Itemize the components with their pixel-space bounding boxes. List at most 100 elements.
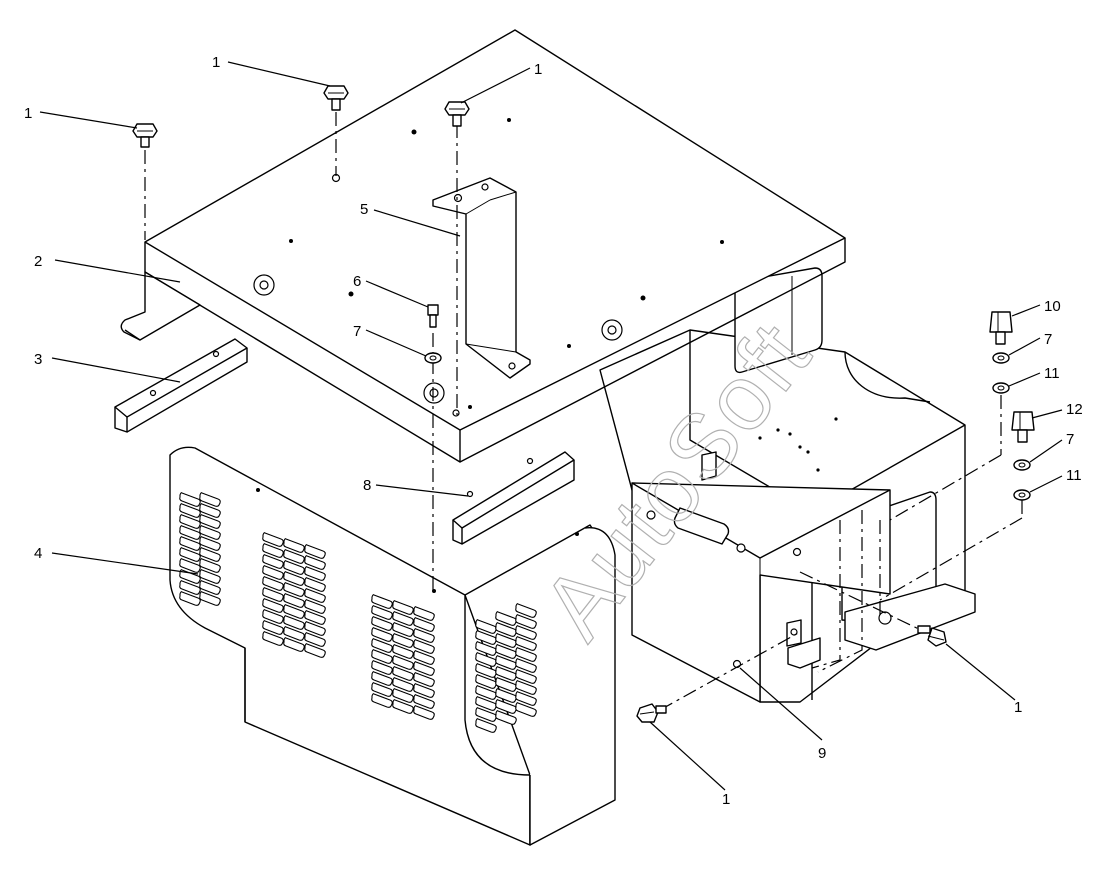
vent-slot: [371, 660, 393, 675]
vent-slot: [199, 503, 221, 518]
vent-slot: [199, 591, 221, 606]
vent-slot: [262, 554, 284, 569]
vent-slot: [199, 547, 221, 562]
vent-slot: [304, 643, 326, 658]
vent-slot: [371, 594, 393, 609]
leader-lines: [39, 61, 1063, 791]
strip-part-3: [114, 338, 248, 433]
vent-slot: [283, 626, 305, 641]
callout-12: 12: [1066, 401, 1083, 418]
vent-slot: [262, 620, 284, 635]
vent-slot: [262, 532, 284, 547]
callouts: 1 1 1 2 3 4 5 6 7 8 10 7 11 12 7 11 1 9 …: [24, 54, 1083, 808]
vent-slot: [371, 605, 393, 620]
vent-slot: [413, 650, 435, 665]
vent-slot: [371, 682, 393, 697]
vent-slot: [304, 555, 326, 570]
vent-slot: [283, 549, 305, 564]
vent-slot: [304, 544, 326, 559]
vent-slot: [179, 492, 201, 507]
vent-slot: [515, 680, 537, 695]
assembly-lines: [144, 112, 1023, 711]
vent-slot: [413, 672, 435, 687]
bolt-12: [1011, 411, 1035, 443]
vent-slot: [515, 658, 537, 673]
callout-1: 1: [212, 54, 220, 71]
vent-slot: [392, 622, 414, 637]
callout-1: 1: [24, 105, 32, 122]
vent-slot: [199, 492, 221, 507]
vent-slot: [304, 599, 326, 614]
callout-6: 6: [353, 273, 361, 290]
vent-slot: [199, 569, 221, 584]
vent-slot: [283, 604, 305, 619]
callout-10: 10: [1044, 298, 1061, 315]
vent-slot: [283, 615, 305, 630]
callout-7: 7: [1044, 331, 1052, 348]
callout-1: 1: [1014, 699, 1022, 716]
lock-washer-7c: [1013, 459, 1031, 471]
vent-slot: [515, 669, 537, 684]
vent-slot: [262, 543, 284, 558]
vent-slot: [371, 627, 393, 642]
vent-slot: [515, 647, 537, 662]
vent-slot: [515, 636, 537, 651]
vent-slot: [179, 547, 201, 562]
vent-slot: [179, 580, 201, 595]
front-cover: [169, 446, 616, 846]
vent-slot: [413, 694, 435, 709]
screw-6: [427, 304, 439, 328]
side-panel: [631, 482, 891, 703]
vent-slot: [262, 565, 284, 580]
vent-slot: [179, 591, 201, 606]
vent-slot: [262, 576, 284, 591]
vent-slot: [371, 616, 393, 631]
vent-slot: [413, 639, 435, 654]
vent-slot: [199, 514, 221, 529]
callout-9: 9: [818, 745, 826, 762]
flat-washer-11b: [1013, 489, 1031, 501]
vent-slot: [371, 693, 393, 708]
vent-slot: [262, 598, 284, 613]
vent-slot: [304, 610, 326, 625]
bolt-1a: [132, 123, 158, 148]
vent-slot: [283, 637, 305, 652]
vent-slot: [413, 628, 435, 643]
vent-slot: [304, 632, 326, 647]
callout-11: 11: [1044, 365, 1060, 382]
vent-slot: [371, 649, 393, 664]
vent-slot: [179, 514, 201, 529]
vent-slot: [304, 577, 326, 592]
vent-slot: [392, 677, 414, 692]
vent-slot: [179, 536, 201, 551]
callout-2: 2: [34, 253, 42, 270]
vent-slot: [283, 593, 305, 608]
bolt-1b: [323, 85, 349, 111]
callout-5: 5: [360, 201, 368, 218]
callout-1: 1: [722, 791, 730, 808]
vent-slot: [392, 611, 414, 626]
strip-part-8: [452, 451, 575, 545]
vent-slot: [371, 671, 393, 686]
callout-11: 11: [1066, 467, 1082, 484]
callout-7: 7: [1066, 431, 1074, 448]
vent-slot: [392, 666, 414, 681]
callout-7: 7: [353, 323, 361, 340]
vent-slot: [199, 558, 221, 573]
callout-3: 3: [34, 351, 42, 368]
vent-slot: [179, 503, 201, 518]
vent-slot: [392, 688, 414, 703]
bolt-1d: [917, 625, 947, 647]
vent-slot: [515, 625, 537, 640]
vent-slot: [304, 588, 326, 603]
vent-slot: [392, 699, 414, 714]
vent-slot: [179, 525, 201, 540]
vent-slot: [199, 525, 221, 540]
vent-slot: [475, 718, 497, 733]
vent-slot: [515, 614, 537, 629]
vent-slot: [413, 705, 435, 720]
callout-1: 1: [534, 61, 542, 78]
vent-slot: [199, 536, 221, 551]
vent-slot: [283, 538, 305, 553]
